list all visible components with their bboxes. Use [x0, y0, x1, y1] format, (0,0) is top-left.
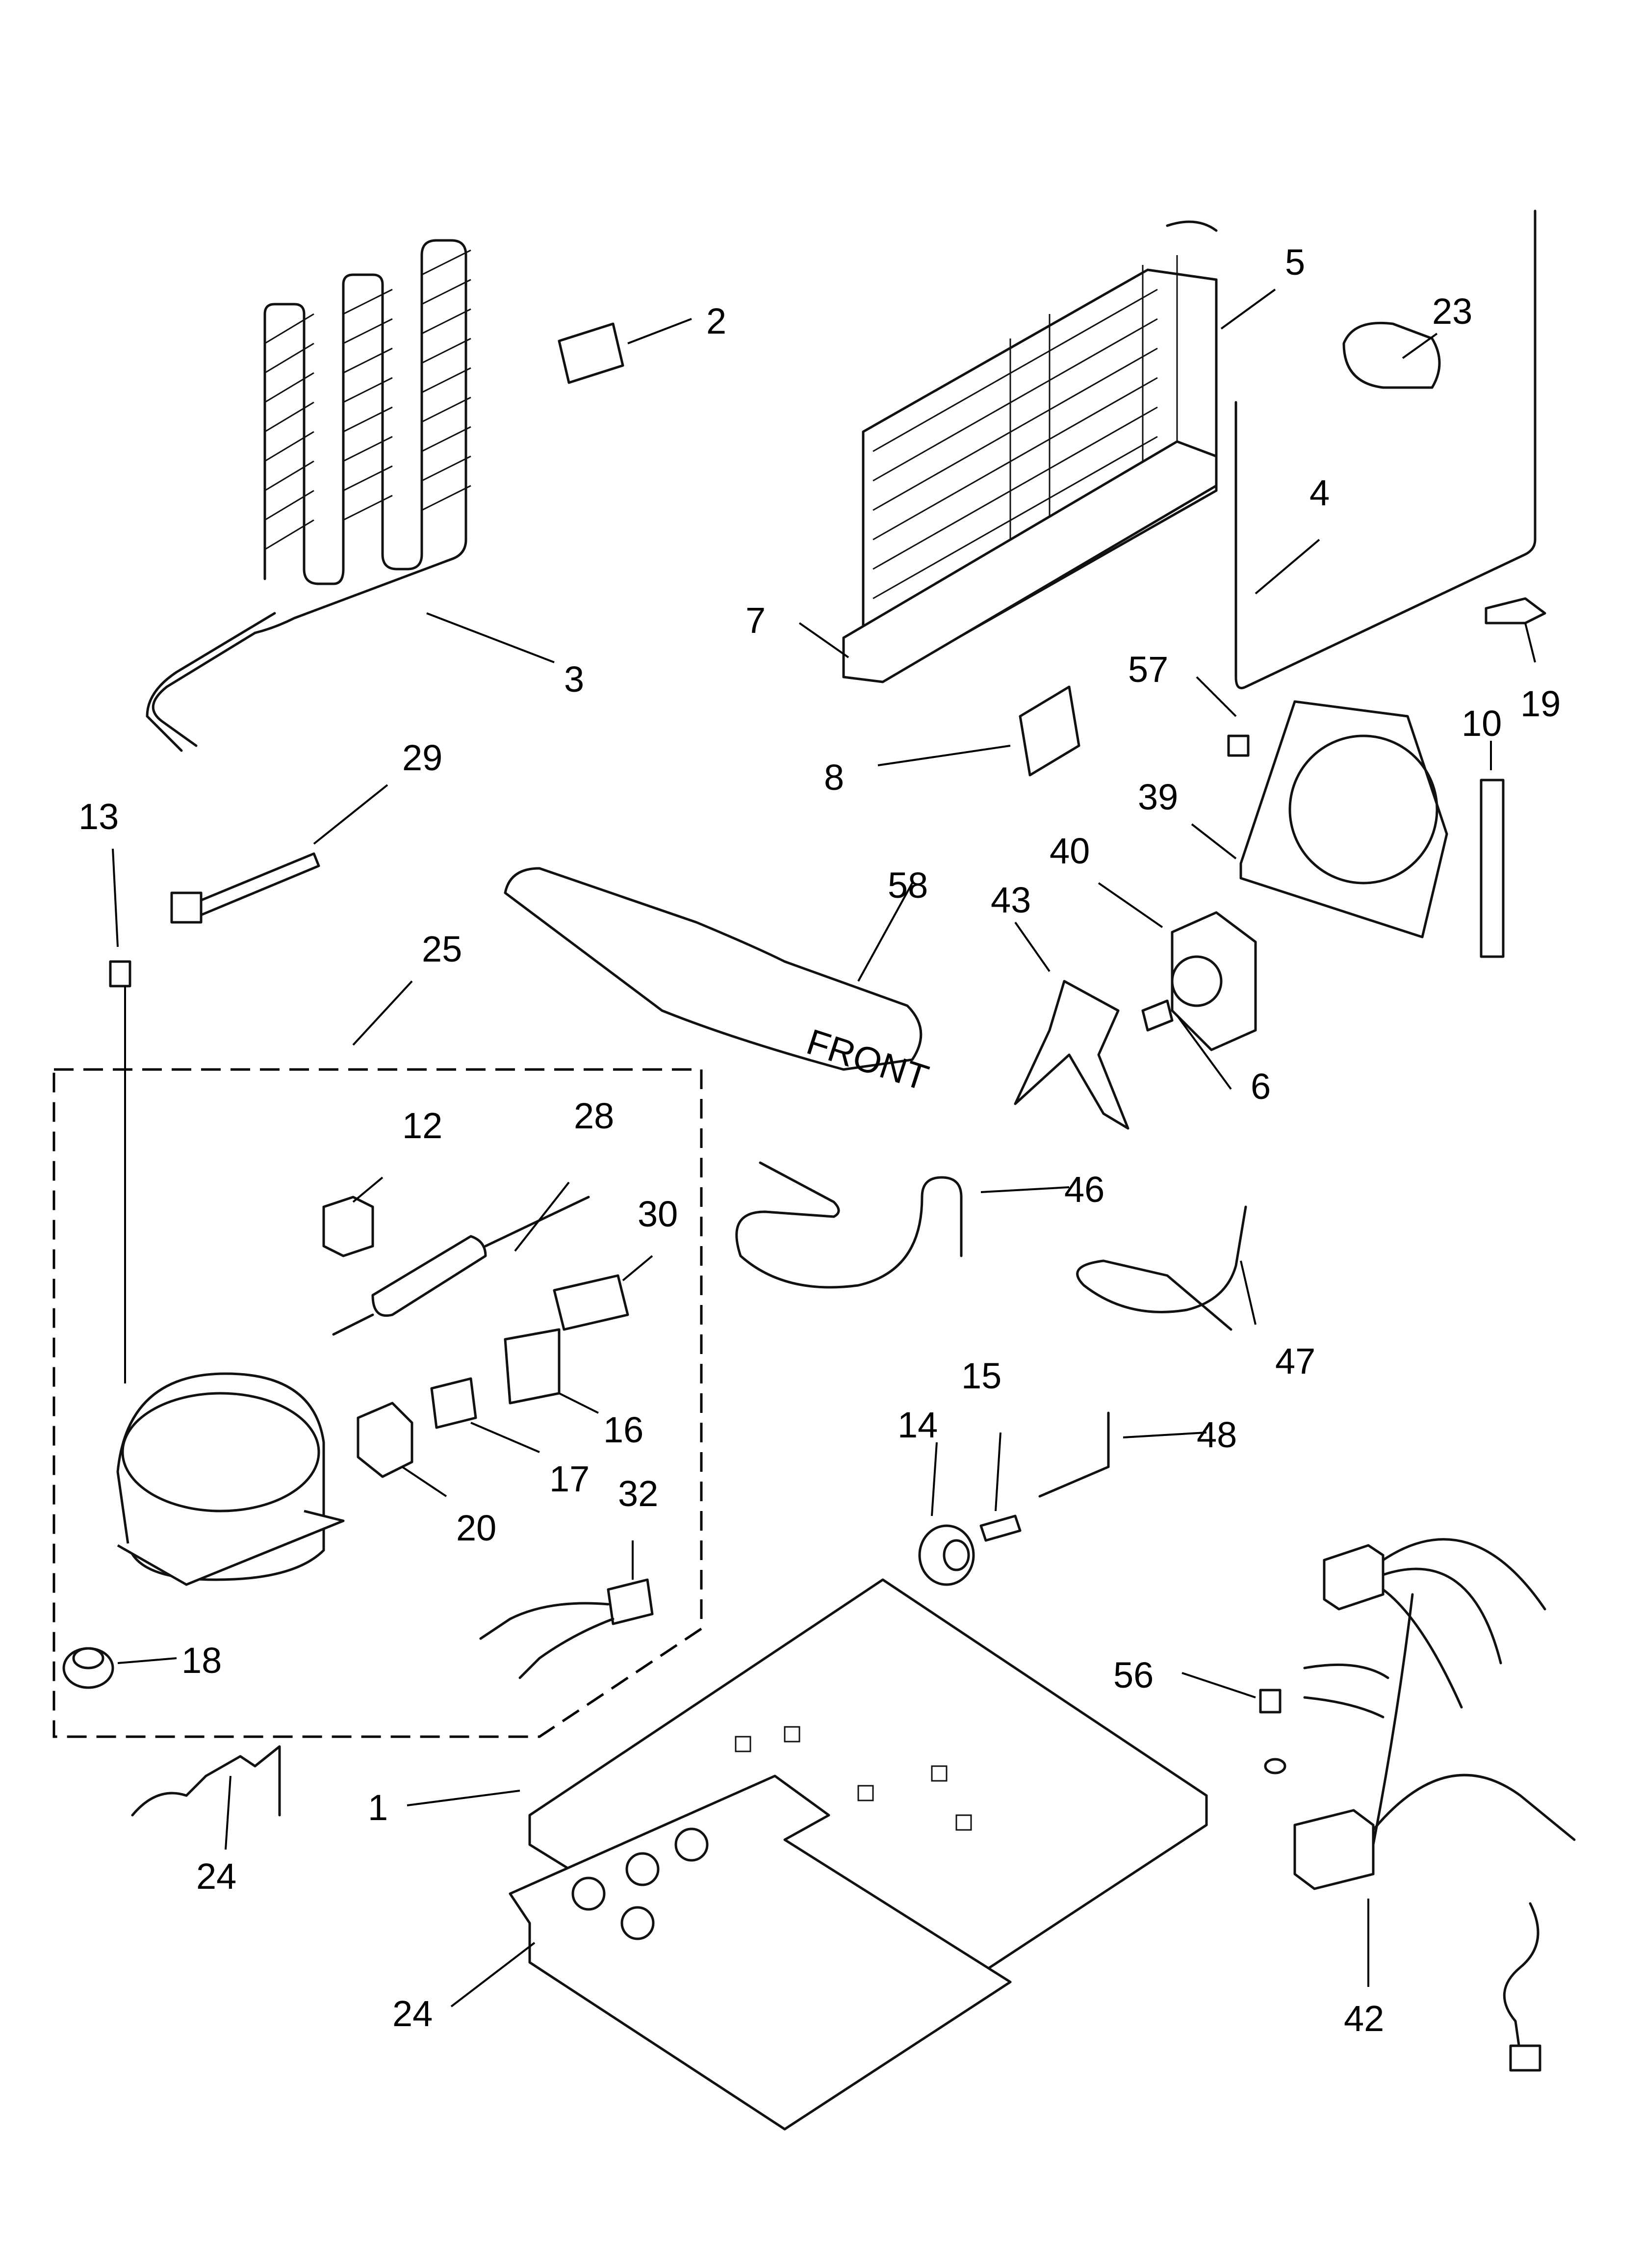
label-part-43: 43	[991, 880, 1031, 920]
label-part-46: 46	[1064, 1169, 1104, 1210]
label-part-5: 5	[1285, 242, 1305, 283]
part-labels: 2 3 5 23 4 7 57 19 8 10 39 40 43 58 29 1…	[78, 242, 1561, 2039]
leader-lines	[112, 288, 1536, 2007]
label-part-16: 13	[78, 796, 119, 837]
label-part-57: 57	[1128, 649, 1168, 690]
label-part-14: 18	[181, 1640, 222, 1681]
label-part-56: 56	[1113, 1655, 1154, 1695]
label-part-25: 24	[196, 1856, 236, 1897]
fan-shroud-drawing	[1239, 700, 1448, 938]
label-part-33: 32	[618, 1473, 658, 1514]
label-part-4: 4	[1309, 472, 1330, 513]
label-part-19: 19	[1520, 683, 1561, 724]
clip-drawing	[1019, 685, 1080, 777]
label-part-28: 25	[422, 929, 462, 969]
evaporator-drawing	[862, 220, 1218, 654]
label-part-3: 3	[564, 659, 584, 700]
label-part-39: 39	[1138, 777, 1178, 817]
thermostat-wire-drawing	[1234, 209, 1537, 689]
cap-drawing	[1342, 321, 1441, 389]
screw-drawing	[109, 960, 131, 988]
label-part-24: 24	[392, 1993, 433, 2034]
label-part-58: 58	[888, 865, 928, 906]
ground-screw-drawing	[1259, 1689, 1286, 1774]
relay-cover-drawing	[357, 1402, 413, 1478]
roller-pin-drawing	[979, 1514, 1022, 1542]
condenser-coil-drawing	[146, 239, 471, 752]
label-part-47: 47	[1275, 1341, 1315, 1382]
label-part-32: 30	[638, 1194, 678, 1234]
label-part-30: 29	[402, 737, 442, 778]
label-part-15: 12	[402, 1105, 442, 1146]
tube-drawing	[735, 1161, 963, 1289]
motor-screw-drawing	[1141, 999, 1174, 1032]
label-part-29: 28	[574, 1095, 614, 1136]
roller-drawing	[918, 1524, 975, 1586]
drain-pan-drawing: FRONT	[504, 867, 933, 1098]
cable-tie-drawing	[170, 852, 320, 924]
label-part-42: 42	[1344, 1998, 1384, 2039]
label-part-6: 6	[1251, 1066, 1271, 1107]
bracket-drawing	[1485, 597, 1546, 625]
insulation-sheet-drawing	[509, 1774, 1012, 2131]
overload-drawing	[430, 1377, 477, 1429]
label-part-48: 48	[1197, 1414, 1237, 1455]
fan-motor-drawing	[1171, 911, 1257, 1051]
spring-wire-drawing	[131, 1745, 281, 1817]
strip-drawing	[1480, 779, 1505, 958]
label-part-8: 8	[824, 757, 844, 798]
label-part-13: 17	[549, 1459, 590, 1499]
label-part-7: 7	[745, 600, 766, 641]
label-part-40: 40	[1050, 831, 1090, 871]
label-part-2: 2	[706, 301, 726, 341]
label-part-18: 15	[961, 1356, 1001, 1396]
label-part-17: 14	[898, 1405, 938, 1445]
label-part-10: 10	[1462, 703, 1502, 744]
capacitor-drawing	[553, 1274, 629, 1331]
grommet-drawing	[62, 1647, 114, 1689]
relay-drawing	[504, 1328, 561, 1405]
compressor-kit-box	[52, 1068, 703, 1738]
cord-connector-drawing	[479, 1578, 654, 1679]
filter-pad-drawing	[558, 322, 624, 384]
label-part-1: 1	[368, 1787, 388, 1828]
compressor-drawing	[116, 1372, 345, 1586]
wire-harness-drawing	[1293, 1538, 1576, 2072]
drain-trough-drawing	[842, 440, 1218, 683]
label-part-20: 20	[456, 1508, 496, 1548]
fan-blade-drawing	[1014, 980, 1129, 1130]
label-part-12: 16	[603, 1409, 643, 1450]
tube-elbow-drawing	[1038, 1411, 1110, 1498]
label-part-23: 23	[1432, 291, 1472, 332]
shroud-screw-drawing	[1227, 734, 1250, 757]
connector-drawing	[322, 1196, 374, 1257]
tube-assembly-drawing	[1076, 1205, 1247, 1331]
